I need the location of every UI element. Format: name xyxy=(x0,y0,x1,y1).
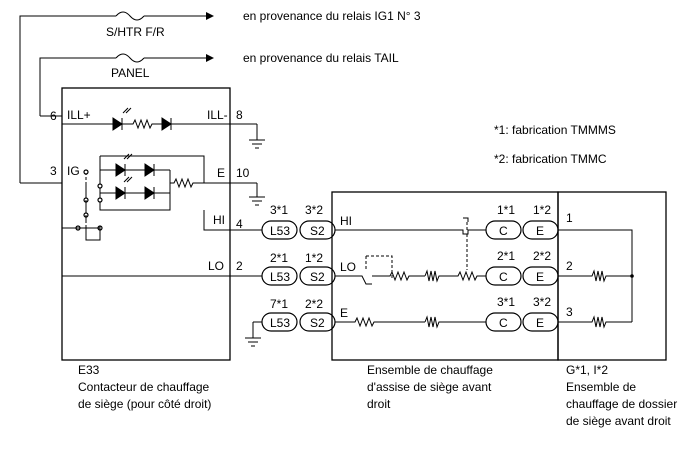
conn-label-e1: 2*1 xyxy=(497,249,515,263)
pin-ill-minus-label: ILL- xyxy=(207,108,228,122)
connector-l53-e xyxy=(261,312,298,332)
connector-s2-label: S2 xyxy=(310,270,325,284)
ground-symbols xyxy=(245,139,265,347)
note-2: *2: fabrication TMMC xyxy=(494,152,607,166)
connector-l53-label: L53 xyxy=(270,224,290,238)
conn-label-f2: 3*2 xyxy=(533,295,551,309)
pin-8-num: 8 xyxy=(236,108,243,122)
conn-label-d1: 1*1 xyxy=(497,203,515,217)
ground-icon xyxy=(249,139,265,149)
connector-e-label: E xyxy=(536,270,544,284)
back-name-line1: Ensemble de xyxy=(566,380,636,394)
fuse-panel: PANEL en provenance du relais TAIL xyxy=(39,51,399,116)
connector-c-lo xyxy=(485,266,522,286)
pin-4-num: 4 xyxy=(236,217,243,231)
pin-ill-plus-label: ILL+ xyxy=(67,108,91,122)
seat-cushion-heater: HI LO E 1*1 1*2 2*1 2*2 3*1 3*2 C E C E … xyxy=(331,191,559,411)
cushion-e-label: E xyxy=(340,306,348,320)
conn-label-b2: 1*2 xyxy=(305,251,323,265)
source-ig1-relay: en provenance du relais IG1 N° 3 xyxy=(243,9,421,23)
connector-l53-hi xyxy=(261,220,298,240)
connector-s2-label: S2 xyxy=(310,224,325,238)
back-pin-3: 3 xyxy=(566,305,573,319)
fuse-panel-label: PANEL xyxy=(111,66,150,80)
seat-back-heater: 1 2 3 G*1, I*2 Ensemble de chauffage de … xyxy=(557,191,677,428)
cushion-name-line3: droit xyxy=(367,397,391,411)
connector-c-hi xyxy=(485,220,522,240)
pin-hi-label: HI xyxy=(213,213,225,227)
cushion-lo-label: LO xyxy=(340,260,356,274)
pin-10-num: 10 xyxy=(236,166,250,180)
connector-l53-lo xyxy=(261,266,298,286)
back-name-line2: chauffage de dossier xyxy=(566,397,677,411)
fuse-shtr: S/HTR F/R en provenance du relais IG1 N°… xyxy=(19,9,421,183)
pin-lo-label: LO xyxy=(208,259,224,273)
pin-2-num: 2 xyxy=(236,259,243,273)
pin-ig-label: IG xyxy=(67,164,80,178)
back-code: G*1, I*2 xyxy=(566,363,608,377)
cushion-hi-label: HI xyxy=(340,214,352,228)
conn-label-c1: 7*1 xyxy=(270,297,288,311)
source-tail-relay: en provenance du relais TAIL xyxy=(243,51,399,65)
seat-heater-switch: 6 ILL+ ILL- 8 3 IG E 10 xyxy=(20,87,262,411)
connector-c-label: C xyxy=(499,316,508,330)
pin-6-num: 6 xyxy=(50,109,57,123)
back-name-line3: de siège avant droit xyxy=(566,414,671,428)
ground-icon xyxy=(245,322,261,347)
conn-label-d2: 1*2 xyxy=(533,203,551,217)
switch-name-line1: Contacteur de chauffage xyxy=(78,380,210,394)
connector-e-label: E xyxy=(536,224,544,238)
conn-label-f1: 3*1 xyxy=(497,295,515,309)
switch-name-line2: de siège (pour côté droit) xyxy=(78,397,211,411)
conn-label-e2: 2*2 xyxy=(533,249,551,263)
connector-c-e xyxy=(485,312,522,332)
switch-code: E33 xyxy=(78,363,100,377)
conn-label-c2: 2*2 xyxy=(305,297,323,311)
switch-box xyxy=(61,87,231,361)
connector-l53-label: L53 xyxy=(270,316,290,330)
connector-l53-label: L53 xyxy=(270,270,290,284)
back-pin-1: 1 xyxy=(566,211,573,225)
cushion-name-line1: Ensemble de chauffage xyxy=(367,363,493,377)
fuse-shtr-label: S/HTR F/R xyxy=(106,25,165,39)
conn-label-a2: 3*2 xyxy=(305,203,323,217)
note-1: *1: fabrication TMMMS xyxy=(494,123,616,137)
pin-3-num: 3 xyxy=(50,164,57,178)
connector-e-label: E xyxy=(536,316,544,330)
connector-c-label: C xyxy=(499,270,508,284)
cushion-name-line2: d'assise de siège avant xyxy=(367,380,492,394)
connector-c-label: C xyxy=(499,224,508,238)
conn-label-b1: 2*1 xyxy=(270,251,288,265)
ground-icon xyxy=(249,196,265,206)
mid-connectors: 3*1 3*2 2*1 1*2 7*1 2*2 L53 S2 L53 S2 L5… xyxy=(253,203,336,332)
pin-e-label: E xyxy=(217,166,225,180)
back-pin-2: 2 xyxy=(566,259,573,273)
connector-s2-label: S2 xyxy=(310,316,325,330)
conn-label-a1: 3*1 xyxy=(270,203,288,217)
